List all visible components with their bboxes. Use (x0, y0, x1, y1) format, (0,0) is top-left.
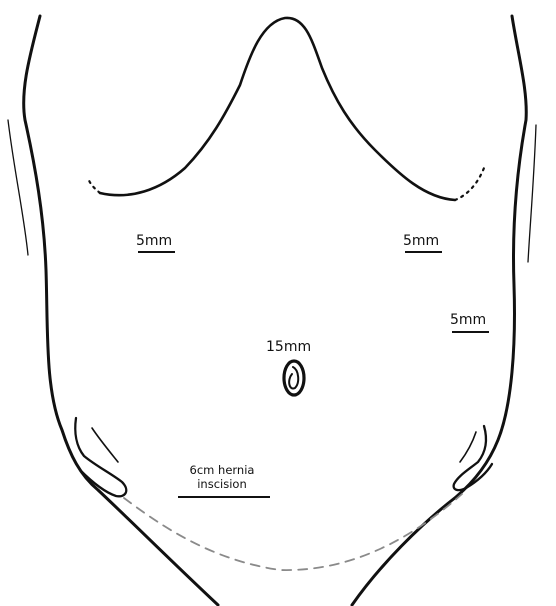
left-inguinal-inner-line (92, 428, 118, 462)
incision-marker (178, 496, 270, 498)
right-torso-outline (352, 16, 526, 605)
lower-dashed-curve (124, 494, 462, 570)
port-marker-right-upper (405, 251, 442, 253)
port-label-left-upper: 5mm (136, 234, 172, 248)
costal-margin (100, 18, 455, 200)
port-label-umbilical: 15mm (266, 340, 311, 354)
incision-label-line2: inscision (172, 479, 272, 491)
umbilicus-outer (284, 361, 304, 395)
umbilicus-inner (289, 367, 298, 389)
port-marker-left-upper (138, 251, 175, 253)
costal-margin-right-dots (455, 168, 484, 200)
left-torso-shading (8, 120, 28, 255)
right-inguinal-inner-line (460, 432, 476, 462)
right-torso-shading (528, 125, 536, 262)
left-inguinal-fold (75, 418, 126, 496)
port-label-right-lateral: 5mm (450, 313, 486, 327)
incision-label-line1: 6cm hernia (172, 465, 272, 477)
port-marker-right-lateral (452, 331, 489, 333)
left-torso-outline (24, 16, 218, 605)
costal-margin-left-dots (88, 178, 100, 193)
port-label-right-upper: 5mm (403, 234, 439, 248)
